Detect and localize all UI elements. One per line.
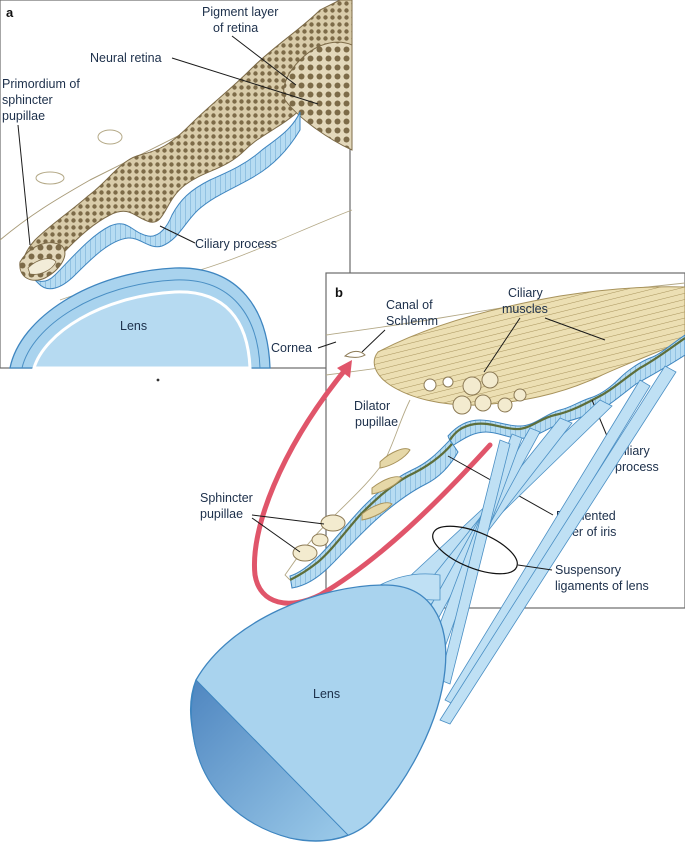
lens-b xyxy=(189,584,447,842)
label-cornea: Cornea xyxy=(271,341,312,355)
ligament-highlight-ellipse xyxy=(432,525,518,575)
vessel-outline xyxy=(97,129,123,145)
label-canal-of-schlemm: Canal of Schlemm xyxy=(386,298,438,328)
label-suspensory-ligaments: Suspensory ligaments of lens xyxy=(555,563,649,593)
panel-a-letter: a xyxy=(6,5,14,20)
label-neural-retina: Neural retina xyxy=(90,51,162,65)
aqueous-flow-arrow xyxy=(251,367,493,606)
label-dilator-pupillae: Dilator pupillae xyxy=(354,399,398,429)
ciliary-muscles xyxy=(373,286,685,406)
lens-b-label: Lens xyxy=(313,687,340,701)
label-ciliary-process-a: Ciliary process xyxy=(195,237,277,251)
lens-a-label: Lens xyxy=(120,319,147,333)
label-ciliary-muscles: Ciliary muscles xyxy=(502,286,548,316)
pigment-mass xyxy=(283,41,353,151)
panel-a: a Lens Pigment layer of retina Neural re… xyxy=(0,0,353,370)
label-primordium: Primordium of sphincter pupillae xyxy=(2,77,83,123)
arrow-head xyxy=(337,360,352,378)
suspensory-ligaments xyxy=(379,365,677,725)
canal-of-schlemm xyxy=(343,350,366,358)
panel-b-letter: b xyxy=(335,285,343,300)
dilator-pupillae xyxy=(379,448,411,469)
circular-muscle-bundles xyxy=(423,371,527,415)
sphincter-pupillae xyxy=(292,514,346,562)
vessel-outline xyxy=(35,171,65,185)
label-sphincter-pupillae: Sphincter pupillae xyxy=(200,491,256,521)
label-pigment-layer: Pigment layer of retina xyxy=(202,5,282,35)
